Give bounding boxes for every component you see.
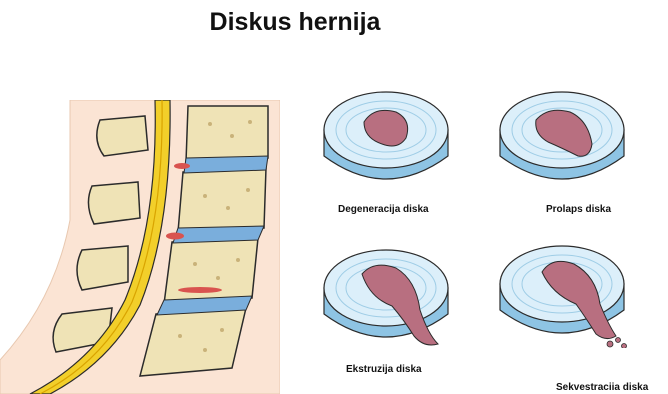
disc-sequestration-illustration (492, 236, 632, 348)
caption-sequestration: Sekvestraciia diska (556, 382, 648, 393)
lumbar-spine-illustration (0, 100, 280, 394)
disc-degeneration-illustration (316, 82, 456, 194)
disc-prolapse-illustration (492, 82, 632, 194)
diagram-title: Diskus hernija (0, 8, 590, 37)
caption-prolapse: Prolaps diska (546, 204, 611, 215)
caption-degeneration: Degeneracija diska (338, 204, 429, 215)
disc-extrusion-illustration (316, 240, 456, 352)
caption-extrusion: Ekstruzija diska (346, 364, 422, 375)
